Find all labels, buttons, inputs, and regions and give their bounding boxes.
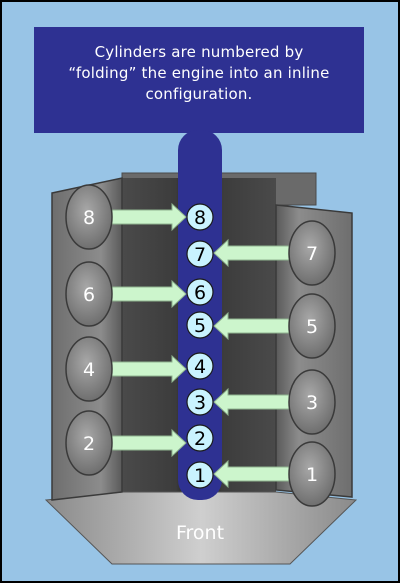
cylinder-right-1: 1 — [288, 441, 336, 507]
cylinder-layer: 8 6 4 2 7 5 3 1 — [65, 184, 336, 507]
inline-cylinder-1: 1 — [186, 461, 214, 489]
arrow-left-4 — [110, 354, 187, 384]
cylinder-left-8: 8 — [65, 184, 113, 250]
cylinder-number-right: 7 — [306, 243, 318, 265]
cylinder-number-right: 5 — [306, 316, 318, 338]
cylinder-number-left: 4 — [83, 359, 95, 381]
inline-cylinder-8: 8 — [186, 203, 214, 231]
cylinder-number-right: 1 — [306, 464, 318, 486]
inline-cylinder-3: 3 — [186, 388, 214, 416]
callout-line-2: “folding” the engine into an inline — [68, 64, 330, 82]
inline-cylinder-7: 7 — [186, 240, 214, 268]
arrow-right-1 — [213, 459, 291, 489]
cylinder-left-6: 6 — [65, 261, 113, 327]
cylinder-left-2: 2 — [65, 410, 113, 476]
arrow-left-2 — [110, 428, 187, 458]
inline-cylinder-number: 5 — [194, 315, 206, 337]
cylinder-number-left: 2 — [83, 433, 95, 455]
cylinder-number-right: 3 — [306, 392, 318, 414]
inline-cylinder-number: 8 — [194, 207, 206, 229]
callout-box — [34, 27, 364, 133]
engine-front-face — [44, 491, 358, 565]
inline-cylinder-number: 4 — [194, 356, 206, 378]
arrow-right-3 — [213, 387, 291, 417]
inline-cylinder-number: 1 — [194, 465, 206, 487]
inline-cylinder-2: 2 — [186, 424, 214, 452]
cylinder-number-left: 6 — [83, 284, 95, 306]
cylinder-left-4: 4 — [65, 336, 113, 402]
arrow-left-8 — [110, 202, 187, 232]
arrow-right-7 — [213, 238, 291, 268]
cylinder-right-3: 3 — [288, 369, 336, 435]
inline-cylinder-6: 6 — [186, 278, 214, 306]
cylinder-right-5: 5 — [288, 293, 336, 359]
inline-cylinder-number: 3 — [194, 392, 206, 414]
inline-cylinder-5: 5 — [186, 311, 214, 339]
cylinder-right-7: 7 — [288, 220, 336, 286]
cylinder-number-left: 8 — [83, 207, 95, 229]
inline-cylinder-number: 7 — [194, 244, 206, 266]
arrow-left-6 — [110, 279, 187, 309]
inline-cylinder-number: 6 — [194, 282, 206, 304]
inline-cylinder-4: 4 — [186, 352, 214, 380]
arrow-layer — [110, 202, 291, 489]
callout-line-1: Cylinders are numbered by — [94, 43, 304, 61]
callout-text: Cylinders are numbered by “folding” the … — [40, 42, 358, 105]
arrow-right-5 — [213, 311, 291, 341]
front-label: Front — [175, 522, 225, 544]
inline-order-layer: 8 7 6 5 4 3 2 1 — [186, 203, 214, 489]
inline-cylinder-number: 2 — [194, 428, 206, 450]
callout-line-3: configuration. — [145, 85, 253, 103]
